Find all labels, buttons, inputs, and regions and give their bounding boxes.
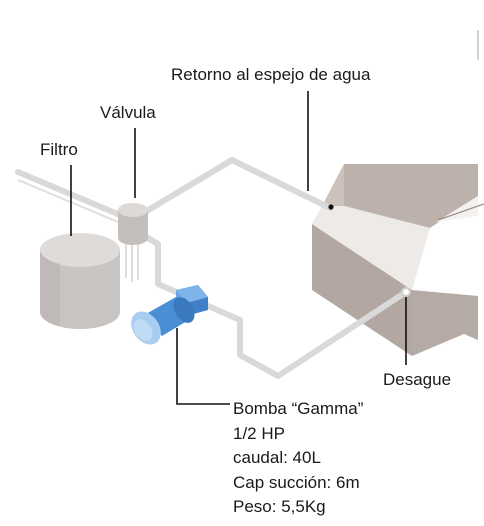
valve xyxy=(118,203,148,245)
drain-outlet xyxy=(401,287,411,297)
pool-floor-top xyxy=(312,206,430,290)
spec-weight: Peso: 5,5Kg xyxy=(233,497,326,517)
pump-spec-block: Bomba “Gamma” 1/2 HP caudal: 40L Cap suc… xyxy=(233,397,363,520)
spec-name: Bomba “Gamma” xyxy=(233,399,364,418)
inlet-pipe xyxy=(15,169,123,218)
filter-tank xyxy=(40,233,120,329)
pipes xyxy=(15,157,409,379)
label-valvula: Válvula xyxy=(100,103,156,122)
label-filtro: Filtro xyxy=(40,140,78,159)
pool-edge-line xyxy=(437,203,484,221)
pool-left-wall xyxy=(312,224,412,356)
spec-suction: Cap succión: 6m xyxy=(233,472,360,492)
label-retorno: Retorno al espejo de agua xyxy=(171,65,371,84)
pump-motor-end xyxy=(173,297,195,323)
pool-structure xyxy=(312,30,484,356)
spec-power: 1/2 HP xyxy=(233,423,285,443)
leader-lines xyxy=(70,91,407,405)
inlet-pipe-thin-lines xyxy=(17,179,139,282)
pool-bottom-wall xyxy=(412,290,478,356)
pool-top-wall xyxy=(344,164,478,228)
bomba-leader xyxy=(176,328,230,405)
drain-pipe xyxy=(145,235,409,379)
retorno-point xyxy=(328,204,334,210)
return-pipe xyxy=(137,157,333,218)
pool-inner-light xyxy=(436,196,478,222)
pump xyxy=(131,285,208,345)
spec-flow: caudal: 40L xyxy=(233,448,321,468)
label-desague: Desague xyxy=(383,370,452,389)
